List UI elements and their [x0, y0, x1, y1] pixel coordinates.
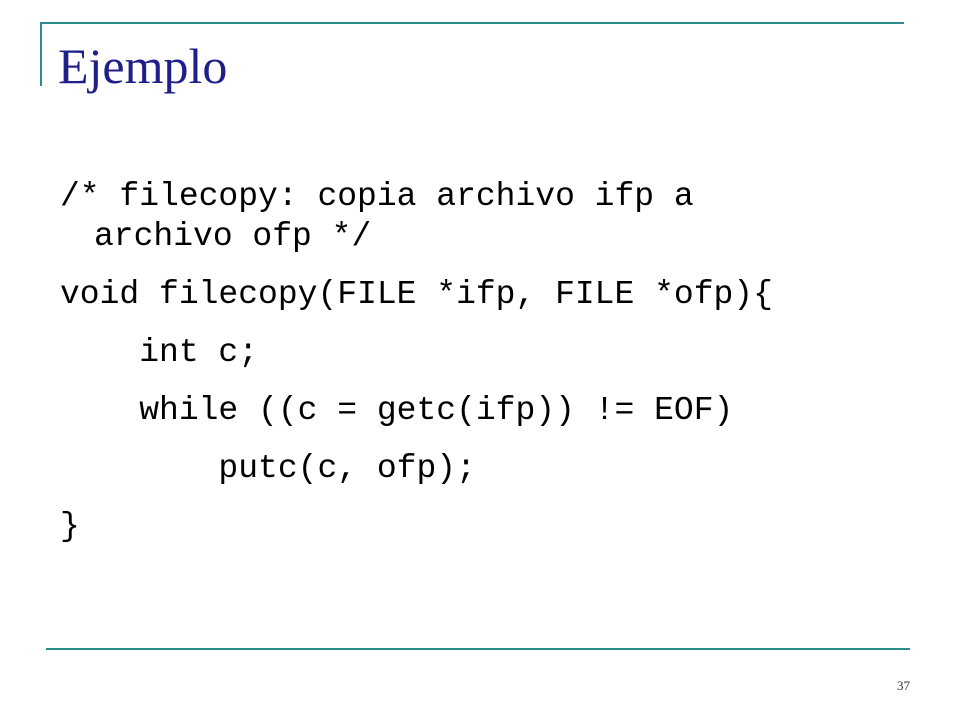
- frame-left-rule: [40, 22, 42, 86]
- frame-top-rule: [40, 22, 904, 24]
- code-comment-line-1: /* filecopy: copia archivo ifp a: [60, 178, 694, 215]
- code-function-signature: void filecopy(FILE *ifp, FILE *ofp){: [60, 276, 773, 313]
- code-comment-line-2: archivo ofp */: [94, 218, 372, 255]
- code-variable-declaration: int c;: [60, 334, 259, 371]
- page-number: 37: [897, 678, 910, 693]
- slide-title: Ejemplo: [58, 38, 228, 94]
- frame-bottom-rule: [46, 648, 910, 650]
- code-closing-brace: }: [60, 508, 80, 545]
- code-loop-body: putc(c, ofp);: [60, 450, 476, 487]
- code-block: /* filecopy: copia archivo ifp a archivo…: [60, 172, 940, 560]
- code-while-loop: while ((c = getc(ifp)) != EOF): [60, 392, 734, 429]
